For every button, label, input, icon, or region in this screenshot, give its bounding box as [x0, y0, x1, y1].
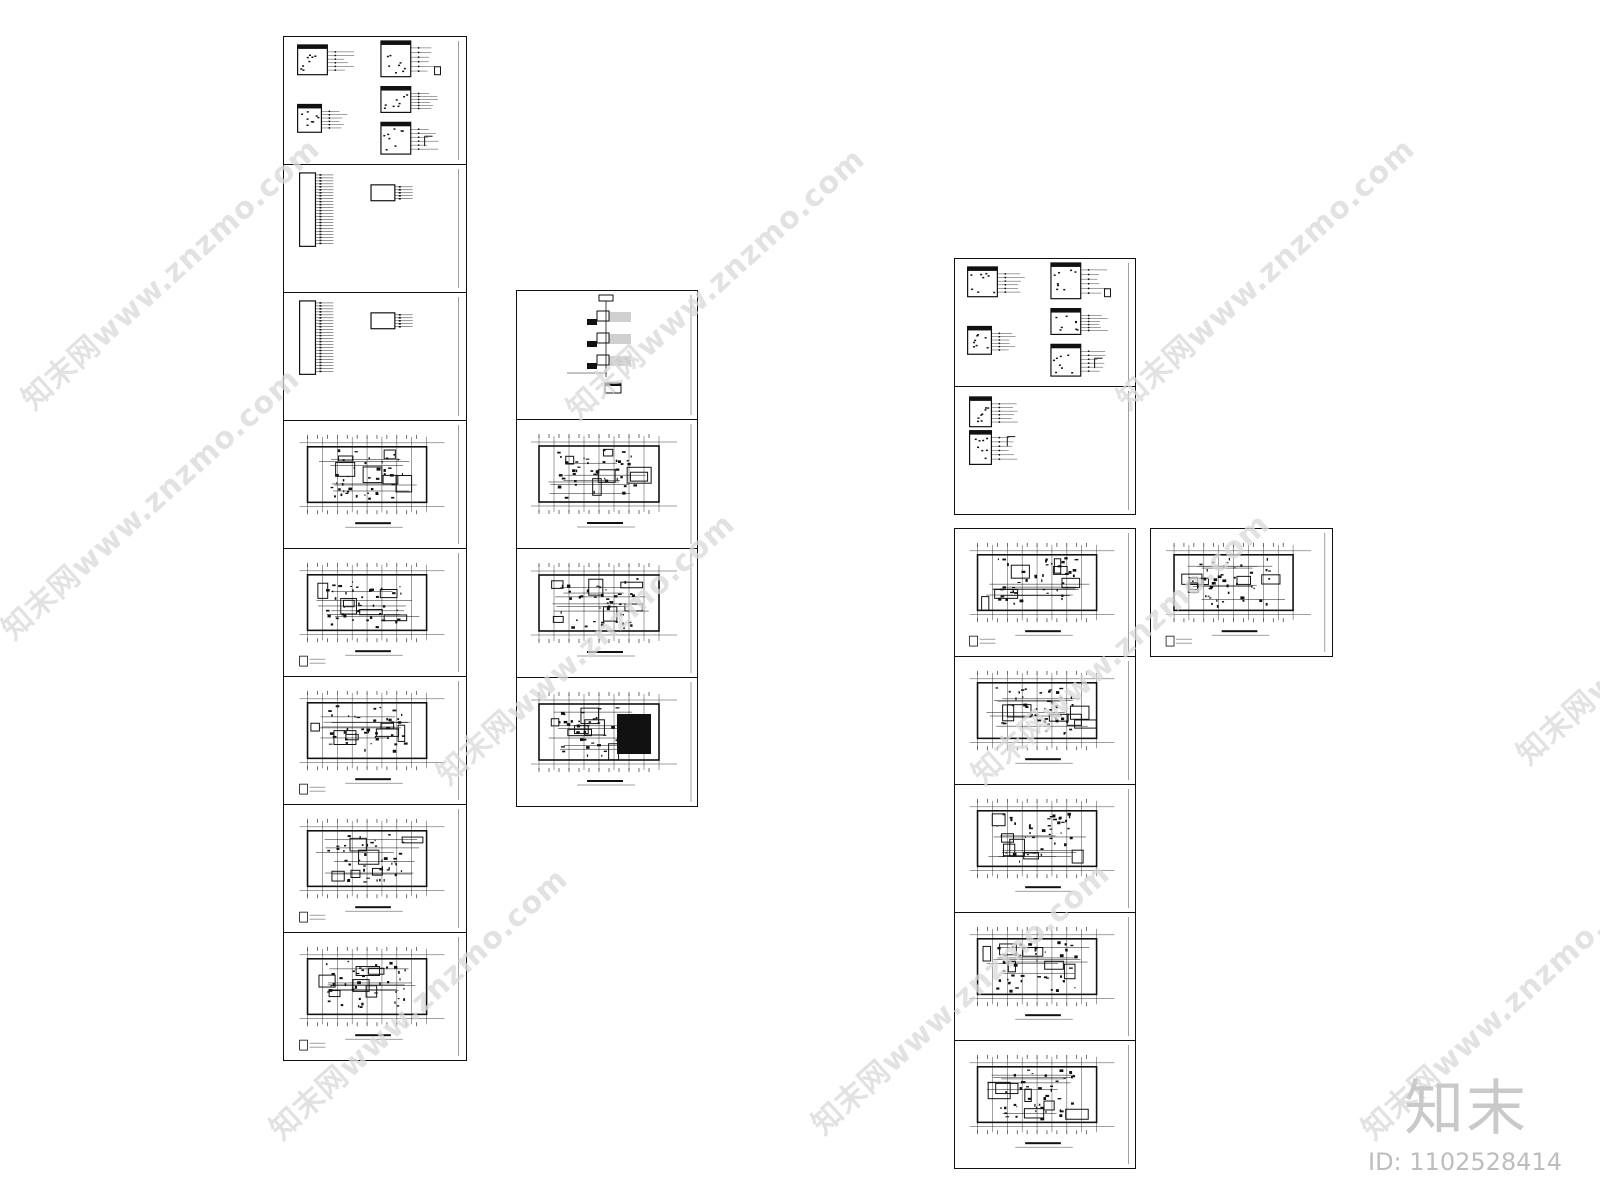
- sheet-drawing: [299, 552, 459, 673]
- drawing-sheet-c3[interactable]: [954, 528, 1136, 657]
- sheet-drawing: [298, 168, 459, 289]
- sheet-drawing: [567, 294, 692, 415]
- watermark: 知末网www.znzmo.com: [1510, 486, 1600, 772]
- sheet-drawing: [299, 808, 459, 929]
- sheet-drawing: [969, 660, 1129, 781]
- drawing-sheet-b4[interactable]: [516, 677, 698, 807]
- drawing-sheet-b1[interactable]: [516, 290, 698, 420]
- drawing-sheet-c4[interactable]: [954, 656, 1136, 785]
- brand-logo: 知末: [1404, 1074, 1528, 1144]
- drawing-sheet-b3[interactable]: [516, 548, 698, 678]
- drawing-sheet-c6[interactable]: [954, 912, 1136, 1041]
- drawing-sheet-a8[interactable]: [283, 932, 467, 1061]
- sheet-drawing: [969, 916, 1129, 1037]
- asset-id: ID: 1102528414: [1368, 1148, 1562, 1176]
- drawing-sheet-c2[interactable]: [954, 386, 1136, 515]
- watermark: 知末网www.znzmo.com: [0, 361, 307, 647]
- sheet-drawing: [969, 1044, 1129, 1165]
- sheet-drawing: [299, 424, 459, 545]
- sheet-drawing: [531, 424, 692, 544]
- drawing-sheet-a5[interactable]: [283, 548, 467, 677]
- sheet-drawing: [969, 532, 1129, 653]
- drawing-sheet-b2[interactable]: [516, 419, 698, 549]
- sheet-drawing: [298, 296, 459, 417]
- sheet-drawing: [531, 682, 692, 802]
- drawing-sheet-a6[interactable]: [283, 676, 467, 805]
- sheet-drawing: [297, 40, 459, 161]
- drawing-sheet-a3[interactable]: [283, 292, 467, 421]
- drawing-sheet-c7[interactable]: [954, 1040, 1136, 1169]
- drawing-sheet-a2[interactable]: [283, 164, 467, 293]
- watermark: 知末网www.znzmo.com: [1110, 131, 1422, 417]
- sheet-drawing: [531, 553, 692, 673]
- sheet-drawing: [967, 262, 1129, 383]
- drawing-sheet-c1[interactable]: [954, 258, 1136, 387]
- drawing-sheet-a4[interactable]: [283, 420, 467, 549]
- sheet-drawing: [299, 680, 459, 801]
- drawing-sheet-c5[interactable]: [954, 784, 1136, 913]
- drawing-sheet-d1[interactable]: [1150, 528, 1333, 657]
- sheet-drawing: [1165, 532, 1326, 653]
- drawing-sheet-a1[interactable]: [283, 36, 467, 165]
- sheet-drawing: [299, 936, 459, 1057]
- watermark: 知末网www.znzmo.com: [15, 131, 327, 417]
- sheet-drawing: [969, 788, 1129, 909]
- sheet-drawing: [968, 390, 1129, 511]
- drawing-sheet-a7[interactable]: [283, 804, 467, 933]
